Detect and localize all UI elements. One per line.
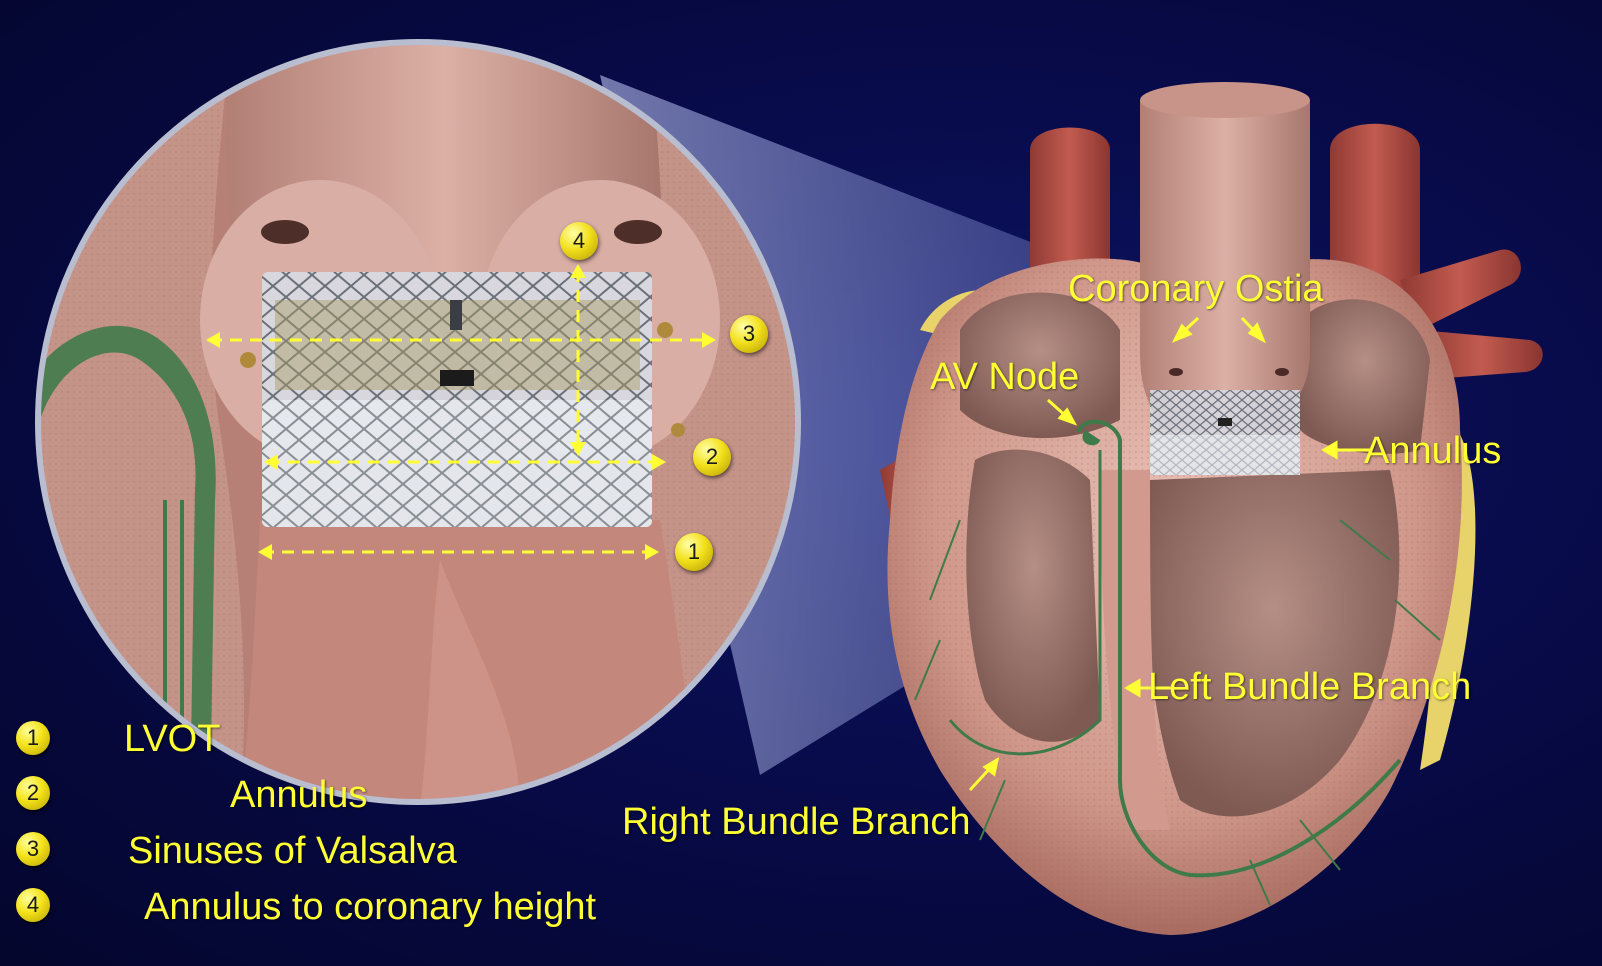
legend-label-sinuses: Sinuses of Valsalva [128,832,457,870]
badge-4: 4 [560,222,598,260]
badge-1: 1 [675,533,713,571]
badge-2: 2 [693,438,731,476]
left-bundle-branch-label: Left Bundle Branch [1148,668,1471,706]
coronary-ostia-label: Coronary Ostia [1068,270,1324,308]
heart-illustration [880,82,1543,935]
magnified-view [30,40,810,810]
legend-number-1: 1 [16,721,50,755]
legend-label-height: Annulus to coronary height [144,888,596,926]
av-node-label: AV Node [930,358,1079,396]
right-bundle-branch-label: Right Bundle Branch [622,803,971,841]
legend-number-2: 2 [16,776,50,810]
legend-number-3: 3 [16,832,50,866]
badge-3: 3 [730,315,768,353]
legend-label-annulus: Annulus [230,776,367,814]
annulus-label: Annulus [1364,432,1501,470]
legend-number-4: 4 [16,888,50,922]
legend-label-lvot: LVOT [124,720,220,758]
